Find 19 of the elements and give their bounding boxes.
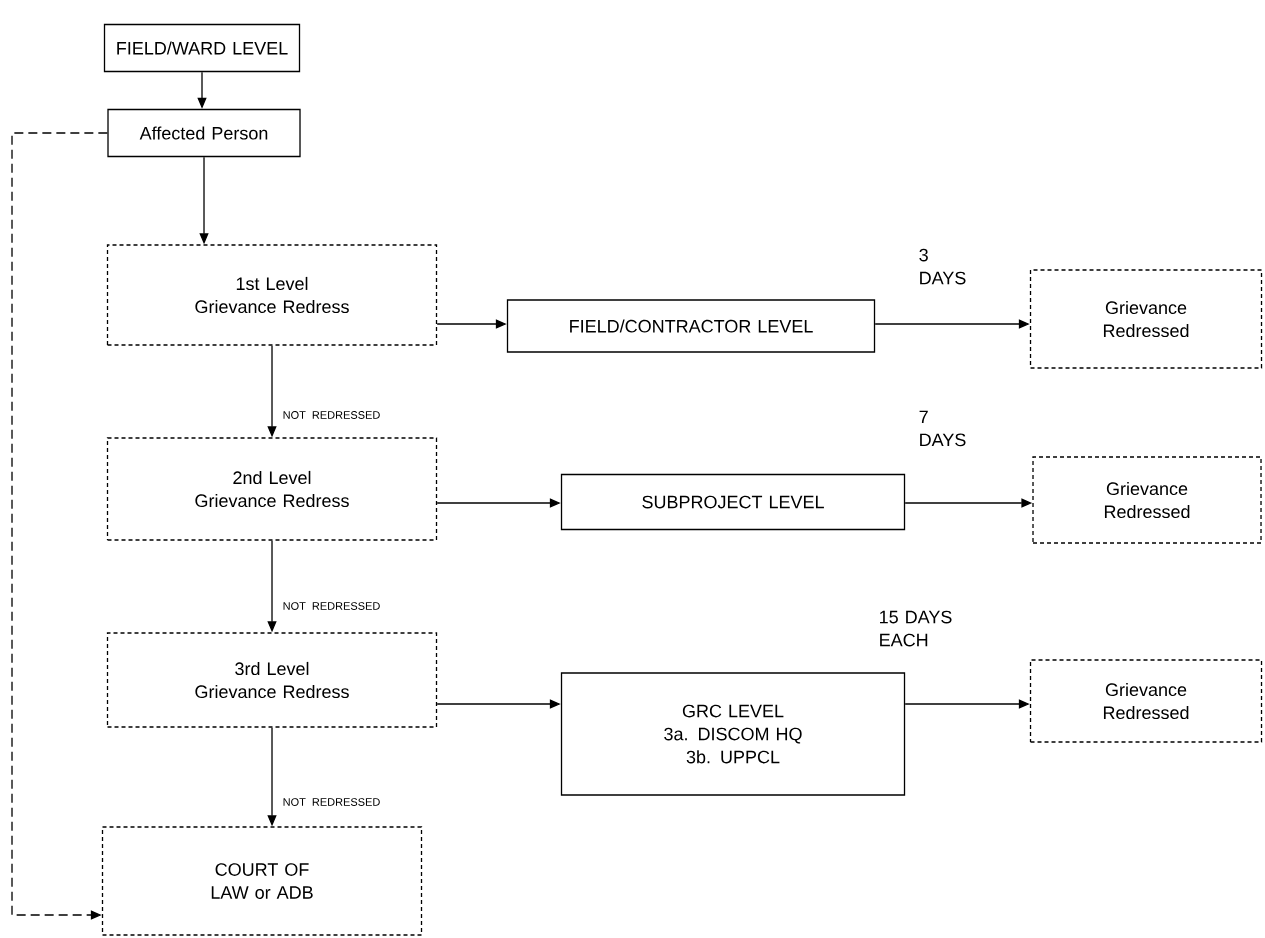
edge-label: 15 DAYS EACH: [880, 610, 952, 647]
process-box: SUBPROJECT LEVEL: [560, 473, 906, 531]
process-box: FIELD/WARD LEVEL: [103, 23, 301, 73]
process-box: Affected Person: [107, 108, 301, 158]
dashed-box: Grievance Redressed: [1032, 456, 1262, 544]
dashed-box: 1st Level Grievance Redress: [106, 244, 438, 346]
edge-label: NOT REDRESSED: [283, 798, 380, 806]
dashed-box: 3rd Level Grievance Redress: [106, 632, 438, 728]
dashed-box: Grievance Redressed: [1029, 269, 1263, 369]
dashed-box: 2nd Level Grievance Redress: [106, 437, 438, 541]
edge-label: NOT REDRESSED: [283, 602, 380, 610]
edge-label: NOT REDRESSED: [283, 411, 380, 419]
process-box: FIELD/CONTRACTOR LEVEL: [506, 299, 876, 353]
process-box: GRC LEVEL 3a. DISCOM HQ 3b. UPPCL: [560, 672, 906, 796]
dashed-box: Grievance Redressed: [1029, 659, 1263, 743]
edge-label: 3 DAYS: [919, 248, 966, 285]
edge-label: 7 DAYS: [919, 410, 966, 447]
dashed-box: COURT OF LAW or ADB: [101, 826, 423, 936]
arrow: [11, 132, 108, 920]
